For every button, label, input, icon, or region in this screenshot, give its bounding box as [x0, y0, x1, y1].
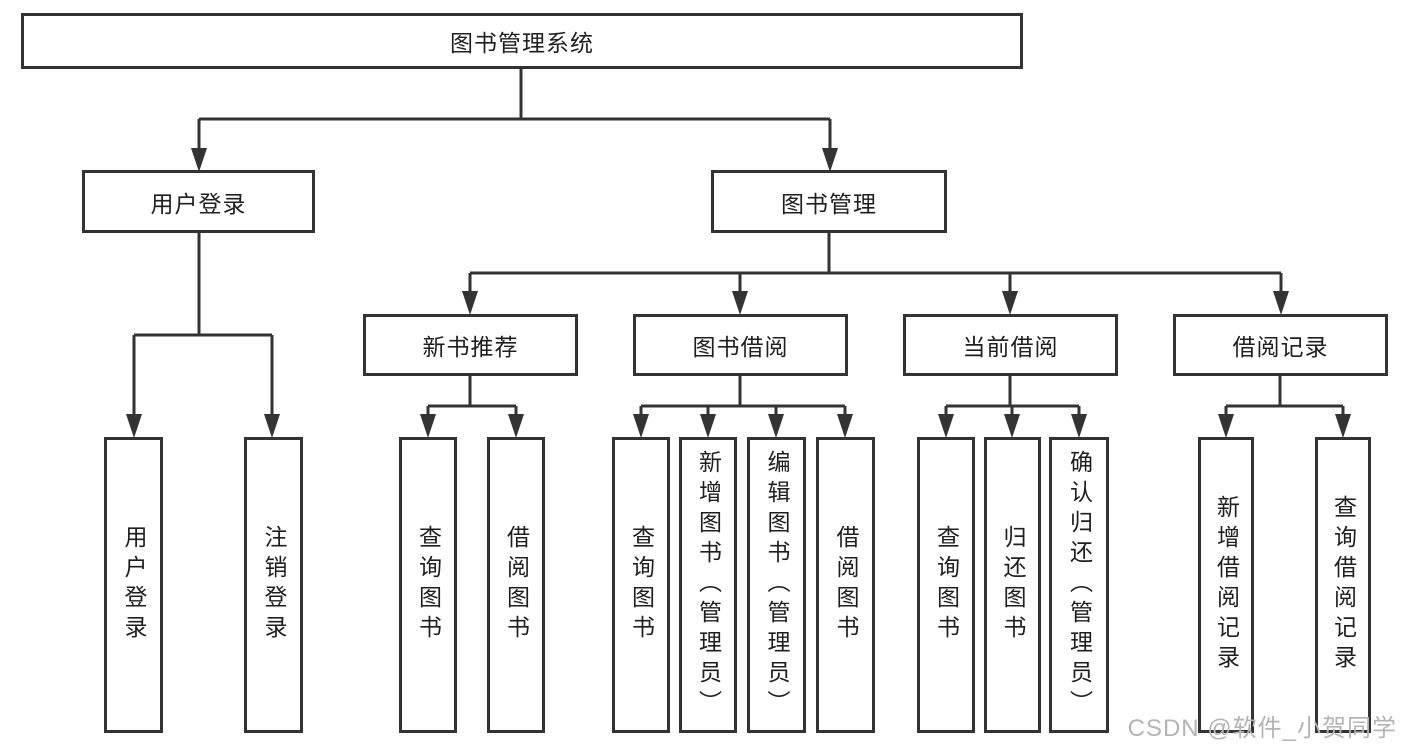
- node-book-management-label: 图书管理: [781, 190, 877, 217]
- watermark: CSDN @软件_小贺同学: [1127, 715, 1397, 742]
- leaf-user-login: 用户登录: [104, 437, 163, 733]
- arrowheads: [126, 148, 1351, 438]
- leaf-add-borrow-record: 新增借阅记录: [1198, 437, 1254, 733]
- leaf-add-books-admin: 新增图书（管理员）: [679, 437, 737, 733]
- node-borrow-records-label: 借阅记录: [1232, 334, 1329, 360]
- leaf-query-borrow-record: 查询借阅记录: [1315, 437, 1371, 733]
- leaf-query-books-recommend-label: 查询图书: [415, 525, 442, 645]
- leaf-confirm-return-admin-label: 确认归还（管理员）: [1066, 450, 1093, 720]
- leaf-query-books-recommend: 查询图书: [399, 437, 457, 733]
- leaf-logout-label: 注销登录: [261, 525, 287, 645]
- node-book-management: 图书管理: [711, 170, 947, 233]
- leaf-borrow-books-label: 借阅图书: [833, 525, 859, 645]
- leaf-return-books: 归还图书: [984, 437, 1041, 733]
- node-book-borrow: 图书借阅: [633, 314, 848, 376]
- leaf-add-books-admin-label: 新增图书（管理员）: [695, 450, 722, 720]
- leaf-query-books-borrow-label: 查询图书: [628, 525, 655, 645]
- node-current-borrow: 当前借阅: [903, 314, 1118, 376]
- node-user-login: 用户登录: [82, 170, 315, 233]
- leaf-logout: 注销登录: [244, 437, 303, 733]
- leaf-edit-books-admin: 编辑图书（管理员）: [747, 437, 806, 733]
- leaf-query-borrow-record-label: 查询借阅记录: [1330, 495, 1357, 675]
- leaf-query-books-current: 查询图书: [917, 437, 975, 733]
- leaf-borrow-books: 借阅图书: [816, 437, 875, 733]
- leaf-user-login-label: 用户登录: [121, 525, 147, 645]
- leaf-confirm-return-admin: 确认归还（管理员）: [1049, 437, 1109, 733]
- node-borrow-records: 借阅记录: [1173, 314, 1388, 376]
- leaf-borrow-books-recommend: 借阅图书: [487, 437, 545, 733]
- node-new-book-recommend: 新书推荐: [363, 314, 578, 376]
- node-new-book-recommend-label: 新书推荐: [422, 334, 519, 360]
- leaf-add-borrow-record-label: 新增借阅记录: [1213, 495, 1240, 675]
- leaf-edit-books-admin-label: 编辑图书（管理员）: [764, 450, 790, 720]
- leaf-query-books-borrow: 查询图书: [612, 437, 670, 733]
- connector-paths: [132, 69, 1345, 416]
- node-root-label: 图书管理系统: [450, 30, 594, 56]
- node-user-login-label: 用户登录: [150, 190, 247, 217]
- node-book-borrow-label: 图书借阅: [692, 334, 789, 360]
- leaf-borrow-books-recommend-label: 借阅图书: [503, 525, 530, 645]
- node-current-borrow-label: 当前借阅: [962, 334, 1059, 360]
- leaf-return-books-label: 归还图书: [1000, 525, 1026, 645]
- leaf-query-books-current-label: 查询图书: [933, 525, 960, 645]
- node-root: 图书管理系统: [21, 13, 1023, 69]
